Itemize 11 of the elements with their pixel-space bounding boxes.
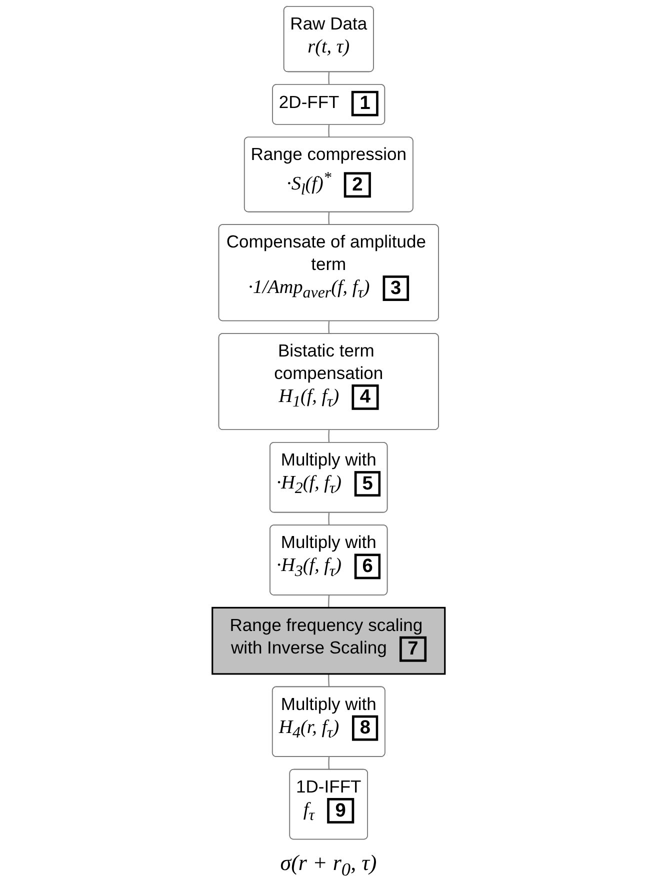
connector bbox=[328, 212, 330, 225]
node-box: Range frequency scaling with Inverse Scaling 7 bbox=[211, 606, 446, 675]
connector bbox=[328, 124, 330, 138]
connector bbox=[328, 72, 330, 85]
connector bbox=[328, 430, 330, 443]
connector bbox=[328, 595, 330, 608]
connector bbox=[328, 674, 330, 688]
output-formula: σ(r + r$_{0}$, τ) bbox=[280, 850, 377, 880]
connector bbox=[328, 756, 330, 770]
connector bbox=[328, 512, 330, 526]
connector bbox=[328, 321, 330, 334]
